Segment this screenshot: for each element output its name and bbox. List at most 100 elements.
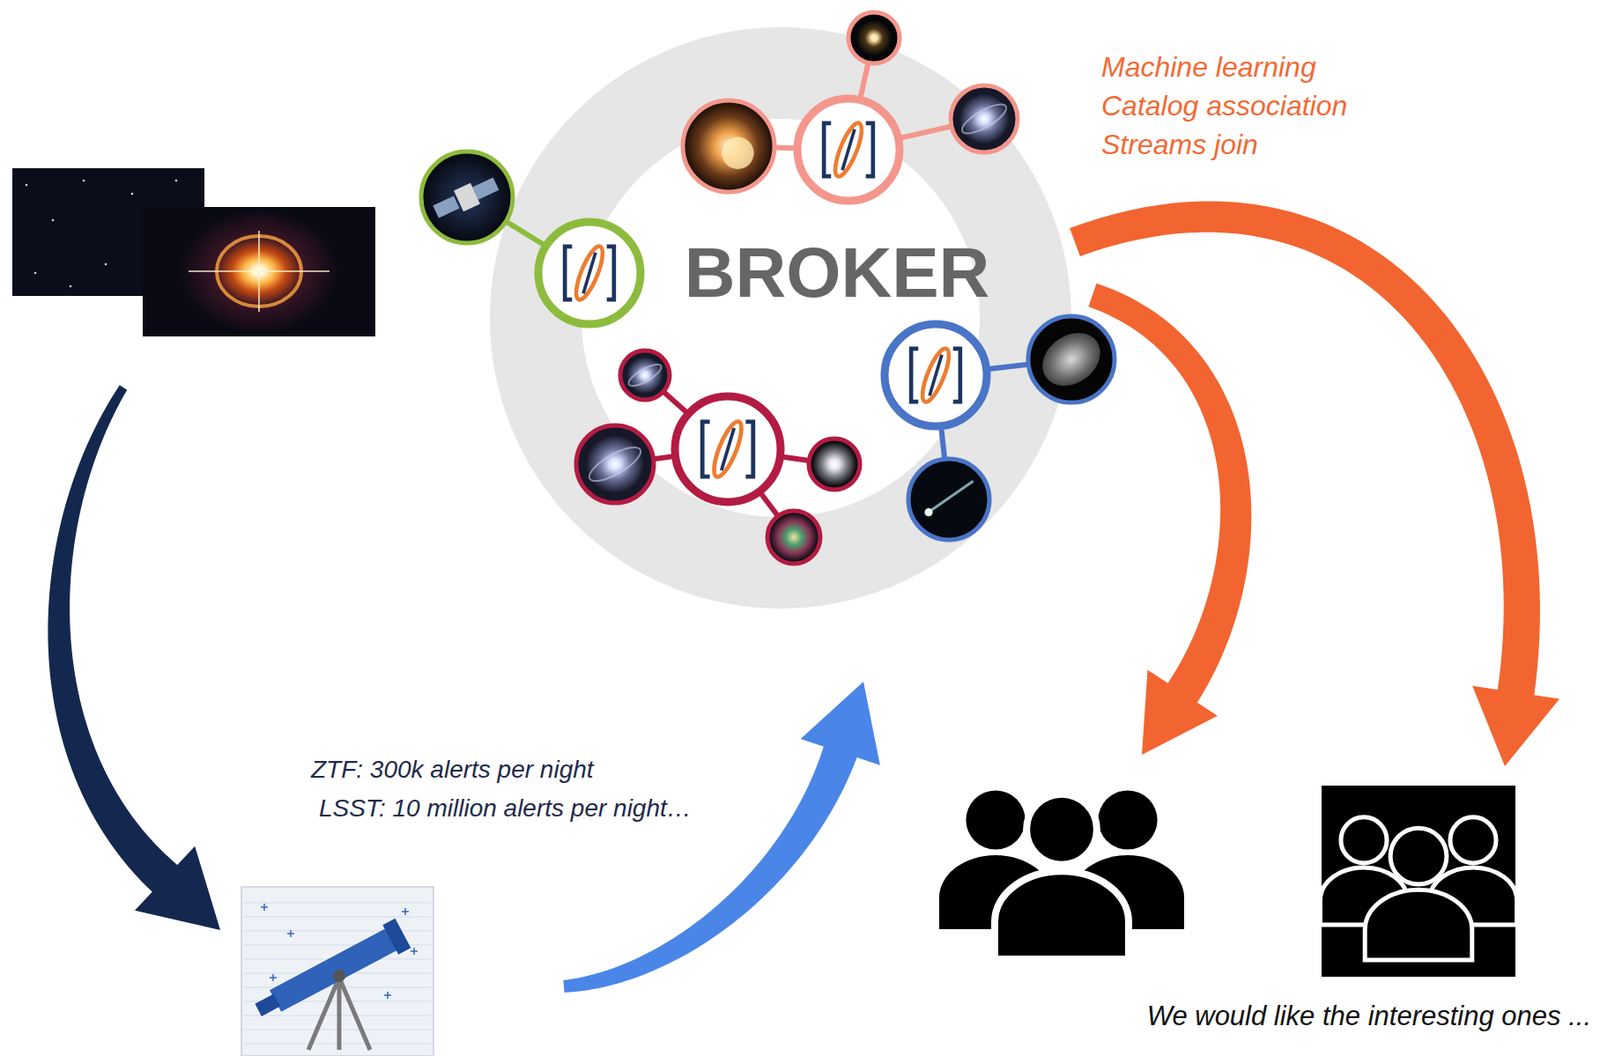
star-mark: [260, 903, 268, 912]
illustration-part: [620, 350, 670, 400]
supernova-glow: [179, 209, 339, 334]
rate-note: ZTF: 300k alerts per night: [311, 755, 594, 785]
illustration-part: [421, 151, 513, 244]
star-dot: [51, 219, 55, 223]
illustration-part: [538, 222, 641, 325]
telescope-mount: [333, 970, 346, 983]
illustration-part: [421, 151, 513, 244]
process-note: Catalog association: [1101, 89, 1348, 123]
illustration-part: [808, 438, 860, 490]
illustration-part: [1390, 828, 1447, 885]
illustration-part: [994, 871, 1129, 960]
illustration-part: [269, 928, 399, 1013]
paper-line: [243, 917, 432, 919]
paper-line: [243, 903, 432, 904]
illustration-part: [908, 459, 990, 541]
illustration-part: [721, 428, 734, 471]
illustration-part: [926, 481, 974, 514]
star-mark: [287, 930, 295, 938]
illustration-part: [958, 99, 1011, 140]
illustration-part: [950, 85, 1018, 153]
star-dot: [34, 272, 38, 275]
process-note: Machine learning: [1101, 51, 1317, 84]
illustration-part: [908, 459, 990, 541]
paper-line: [243, 931, 432, 933]
object-thumbnail: [767, 511, 821, 564]
supernova-flare: [188, 230, 330, 312]
object-thumbnail: [908, 459, 990, 541]
rate-note: LSST: 10 million alerts per night…: [318, 794, 692, 823]
broker-logo: [797, 98, 900, 201]
illustration-part: [797, 98, 900, 201]
flow-arrow-head: [800, 681, 881, 766]
illustration-part: [607, 246, 615, 300]
illustration-part: [625, 360, 664, 390]
star-mark: [384, 992, 392, 1000]
telescope-tube: [250, 918, 411, 1026]
illustration-part: [1450, 817, 1497, 864]
illustration-part: [953, 348, 961, 402]
output-arrow-head: [1472, 686, 1560, 767]
illustration-part: [709, 418, 748, 480]
object-thumbnail: [848, 12, 900, 64]
illustration-part: [576, 425, 654, 504]
illustration-part: [848, 12, 900, 64]
broker-logo: [884, 324, 987, 427]
illustration-part: [682, 100, 775, 193]
output-arrow-head: [1141, 670, 1218, 756]
flow-arrow: [562, 743, 859, 993]
object-thumbnail: [1028, 316, 1115, 403]
object-thumbnail: [682, 100, 775, 193]
illustration-part: [745, 422, 753, 477]
illustration-part: [808, 438, 860, 490]
star-mark: [269, 974, 277, 982]
star-mark: [410, 948, 418, 956]
telescope-card: [241, 887, 434, 1056]
flow-arrow: [47, 385, 179, 895]
illustration-part: [453, 183, 481, 212]
object-thumbnail: [421, 151, 513, 244]
illustration-part: [767, 511, 821, 564]
supernova-image: [142, 207, 376, 337]
illustration-part: [620, 350, 670, 400]
illustration-part: [924, 508, 933, 517]
illustration-part: [702, 422, 710, 477]
illustration-part: [842, 129, 855, 171]
illustration-part: [576, 425, 654, 504]
broker-logo: [674, 396, 781, 503]
illustration-part: [674, 396, 781, 503]
caption-note: We would like the interesting ones ...: [1147, 1000, 1592, 1033]
illustration-part: [965, 790, 1025, 850]
illustration-part: [583, 252, 596, 294]
illustration-part: [1028, 316, 1115, 403]
illustration-part: [929, 355, 942, 396]
illustration-part: [570, 243, 608, 303]
star-dot: [25, 184, 29, 187]
illustration-part: [767, 511, 821, 564]
people-icon: [939, 790, 1185, 960]
illustration-part: [1028, 316, 1115, 403]
illustration-part: [823, 123, 831, 177]
output-arrow: [1069, 200, 1541, 699]
illustration-part: [564, 246, 572, 300]
broker-node: BROKER: [684, 234, 991, 312]
star-dot: [69, 285, 73, 289]
object-thumbnail: [808, 438, 860, 490]
star-dot: [175, 179, 178, 183]
object-thumbnail: [620, 350, 670, 400]
star-dot: [82, 179, 86, 183]
broker-logo: [538, 222, 641, 325]
illustration-part: [1097, 790, 1157, 850]
illustration-part: [432, 195, 460, 218]
flow-arrow-head: [134, 846, 221, 931]
illustration-part: [1340, 817, 1387, 864]
star-dot: [104, 263, 108, 267]
process-note: Streams join: [1101, 128, 1259, 162]
illustration-part: [585, 441, 645, 488]
illustration-part: [911, 348, 919, 402]
illustration-part: [254, 993, 281, 1016]
star-dot: [131, 192, 134, 196]
